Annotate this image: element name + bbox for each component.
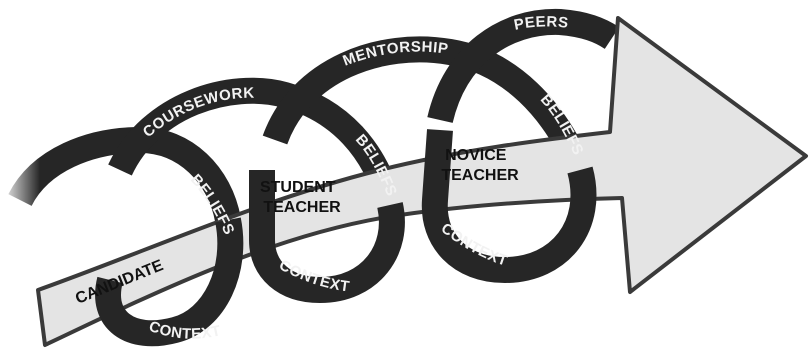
label-peers: PEERS <box>513 13 570 33</box>
stage-novice-teacher-line-1: NOVICE <box>445 147 507 164</box>
stage-novice-teacher-line-2: TEACHER <box>441 167 519 184</box>
stage-student-teacher-line-2: TEACHER <box>263 199 341 216</box>
ring-3-front <box>421 129 597 284</box>
ring-1-front <box>95 217 244 347</box>
label-mentorship: MENTORSHIP <box>341 39 450 70</box>
stage-student-teacher-line-1: STUDENT <box>260 179 336 196</box>
ring-front-group <box>95 129 597 347</box>
stage-student-teacher: STUDENT TEACHER <box>260 179 341 216</box>
ring-3-back <box>262 36 592 176</box>
ring-2-back <box>108 77 403 209</box>
ring-2-front <box>249 170 405 304</box>
stage-novice-teacher: NOVICE TEACHER <box>441 147 519 184</box>
tail-fade <box>0 150 40 270</box>
ring-back-group <box>8 8 620 223</box>
ring-4-back <box>427 8 620 124</box>
growth-arrow <box>36 16 808 347</box>
